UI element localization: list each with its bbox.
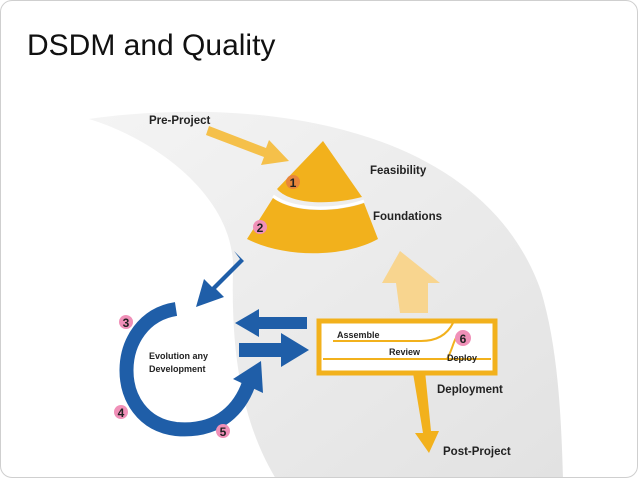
svg-text:6: 6 xyxy=(460,332,467,346)
svg-text:4: 4 xyxy=(118,406,125,420)
post-project-label: Post-Project xyxy=(443,446,511,458)
foundations-to-evolution-arrow xyxy=(196,251,244,307)
marker-4: 4 xyxy=(114,405,128,420)
return-to-foundations-arrow xyxy=(382,251,440,313)
marker-3: 3 xyxy=(119,315,133,330)
assemble-label: Assemble xyxy=(337,330,380,340)
deployment-box-inner-curve xyxy=(333,322,454,342)
triangle-divider xyxy=(272,194,365,210)
pre-project-arrow xyxy=(206,126,289,165)
svg-text:1: 1 xyxy=(290,176,297,190)
deploy-label: Deploy xyxy=(447,353,477,363)
svg-text:5: 5 xyxy=(220,425,227,439)
slide-title: DSDM and Quality xyxy=(27,29,276,62)
evolution-loop-arrowhead xyxy=(233,361,263,393)
foundations-label: Foundations xyxy=(373,211,442,223)
deployment-box xyxy=(316,318,498,376)
feasibility-shape xyxy=(277,141,362,203)
marker-5: 5 xyxy=(216,424,230,439)
evolution-loop xyxy=(119,302,256,437)
marker-2: 2 xyxy=(253,220,267,235)
svg-text:3: 3 xyxy=(123,316,130,330)
marker-6: 6 xyxy=(455,330,471,346)
marker-1: 1 xyxy=(286,175,300,190)
feasibility-label: Feasibility xyxy=(370,165,427,177)
deployment-label: Deployment xyxy=(437,384,503,396)
pre-project-label: Pre-Project xyxy=(149,115,211,127)
svg-text:2: 2 xyxy=(257,221,264,235)
process-band xyxy=(89,111,563,477)
evolution-label-line2: Development xyxy=(149,364,206,374)
deploy-to-evolution-arrow xyxy=(235,309,307,337)
review-label: Review xyxy=(389,347,421,357)
post-project-arrow xyxy=(413,371,439,453)
foundations-shape xyxy=(247,198,378,254)
evolution-to-deploy-arrow xyxy=(239,333,309,367)
evolution-label-line1: Evolution any xyxy=(149,351,208,361)
